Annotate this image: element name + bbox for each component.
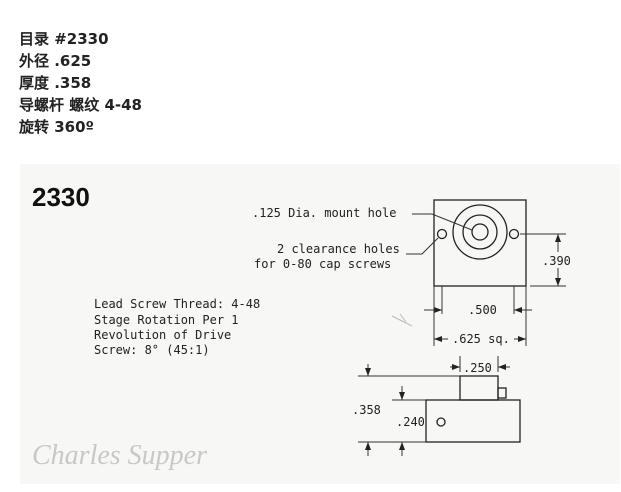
- side-view-knob: [497, 387, 507, 399]
- mount-hole: [471, 223, 489, 241]
- dim-390-arrow-top: [555, 234, 561, 242]
- clearance-label-line1: 2 clearance holes: [277, 242, 400, 256]
- dim-390-gap: [542, 252, 576, 268]
- spec-catalog: 目录 #2330: [19, 30, 109, 48]
- dim-250-arrow-left: [452, 364, 460, 370]
- technical-drawing: 2330 .125 Dia. mount hole 2 clearance ho…: [20, 164, 620, 484]
- stage-outer-ring: [452, 204, 508, 260]
- spec-list: 目录 #2330 外径 .625 厚度 .358 导螺杆 螺纹 4-48 旋转 …: [19, 28, 142, 138]
- dim-625-value: .625 sq.: [452, 332, 510, 346]
- stage-inner-ring: [462, 214, 498, 250]
- spec-outer-diameter: 外径 .625: [19, 52, 92, 70]
- dim-240-arrow-bottom: [399, 442, 405, 450]
- dim-240-value: .240: [396, 415, 425, 429]
- clearance-hole-left: [436, 228, 448, 240]
- dim-250-value: .250: [463, 361, 492, 375]
- dim-500-arrow-right: [514, 307, 522, 313]
- dim-500-arrow-left: [434, 307, 442, 313]
- top-view-outline: [433, 199, 527, 287]
- side-view-hole: [436, 417, 446, 427]
- dim-250-arrow-right: [498, 364, 506, 370]
- drawing-canvas: 2330 .125 Dia. mount hole 2 clearance ho…: [20, 164, 620, 484]
- note-line-4: Screw: 8° (45:1): [94, 343, 210, 357]
- dim-358-arrow-bottom: [365, 442, 371, 450]
- dim-358-value: .358: [352, 403, 381, 417]
- spec-lead-screw: 导螺杆 螺纹 4-48: [19, 96, 142, 114]
- dim-625-arrow-right: [518, 336, 526, 342]
- note-line-3: Revolution of Drive: [94, 328, 231, 342]
- dim-500-value: .500: [468, 303, 497, 317]
- mount-hole-label: .125 Dia. mount hole: [252, 206, 397, 220]
- dim-240-arrow-top: [399, 392, 405, 400]
- watermark-text: Charles Supper: [32, 440, 207, 471]
- clearance-leader: [406, 237, 439, 255]
- dim-358-arrow-top: [365, 368, 371, 376]
- clearance-label-line2: for 0-80 cap screws: [254, 257, 391, 271]
- scan-mark: [399, 313, 407, 323]
- spec-thickness: 厚度 .358: [19, 74, 92, 92]
- dim-390-arrow-bottom: [555, 278, 561, 286]
- dim-625-arrow-left: [434, 336, 442, 342]
- mount-hole-leader: [412, 213, 473, 231]
- clearance-hole-right: [508, 228, 520, 240]
- scan-mark: [391, 315, 413, 327]
- side-view-base: [425, 399, 521, 443]
- note-line-1: Lead Screw Thread: 4-48: [94, 297, 260, 311]
- part-number: 2330: [32, 182, 90, 212]
- note-line-2: Stage Rotation Per 1: [94, 313, 239, 327]
- spec-rotation: 旋转 360º: [19, 118, 94, 136]
- dim-390-value: .390: [542, 254, 571, 268]
